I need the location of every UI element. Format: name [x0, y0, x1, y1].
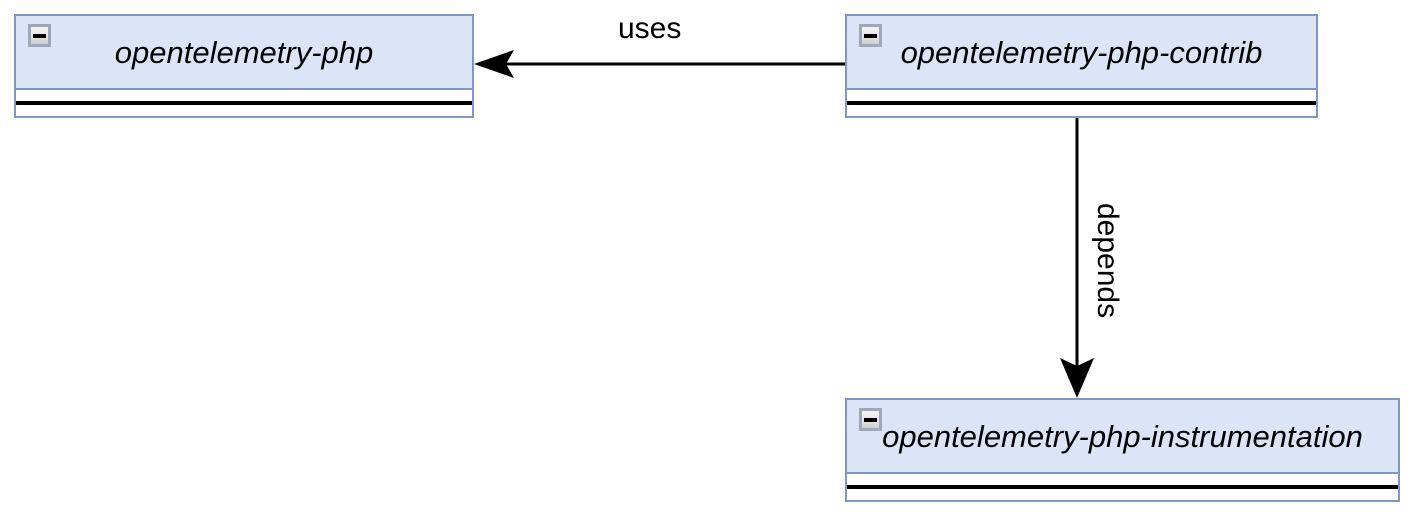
- node-label: opentelemetry-php-contrib: [900, 34, 1263, 70]
- minus-icon-bar: [864, 33, 877, 38]
- compartment-divider: [847, 485, 1398, 489]
- minus-icon-bar: [864, 417, 877, 422]
- node-label: opentelemetry-php-instrumentation: [882, 418, 1363, 454]
- minus-icon[interactable]: [28, 24, 51, 47]
- edge-label-depends: depends: [1091, 203, 1124, 319]
- node-title-bar: opentelemetry-php-instrumentation: [845, 398, 1400, 474]
- node-body-compartment: [14, 90, 474, 118]
- minus-icon[interactable]: [859, 24, 882, 47]
- node-label: opentelemetry-php: [114, 34, 374, 70]
- package-node-opentelemetry-php-instrumentation[interactable]: opentelemetry-php-instrumentation: [845, 398, 1400, 502]
- node-title-bar: opentelemetry-php: [14, 14, 474, 90]
- package-node-opentelemetry-php-contrib[interactable]: opentelemetry-php-contrib: [845, 14, 1318, 118]
- node-body-compartment: [845, 90, 1318, 118]
- edge-depends: [1060, 118, 1094, 398]
- edge-uses: [474, 50, 845, 78]
- node-title-bar: opentelemetry-php-contrib: [845, 14, 1318, 90]
- edge-label-uses: uses: [618, 12, 682, 45]
- minus-icon-bar: [33, 33, 46, 38]
- package-node-opentelemetry-php[interactable]: opentelemetry-php: [14, 14, 474, 118]
- node-body-compartment: [845, 474, 1400, 502]
- minus-icon[interactable]: [859, 408, 882, 431]
- compartment-divider: [16, 101, 472, 105]
- compartment-divider: [847, 101, 1316, 105]
